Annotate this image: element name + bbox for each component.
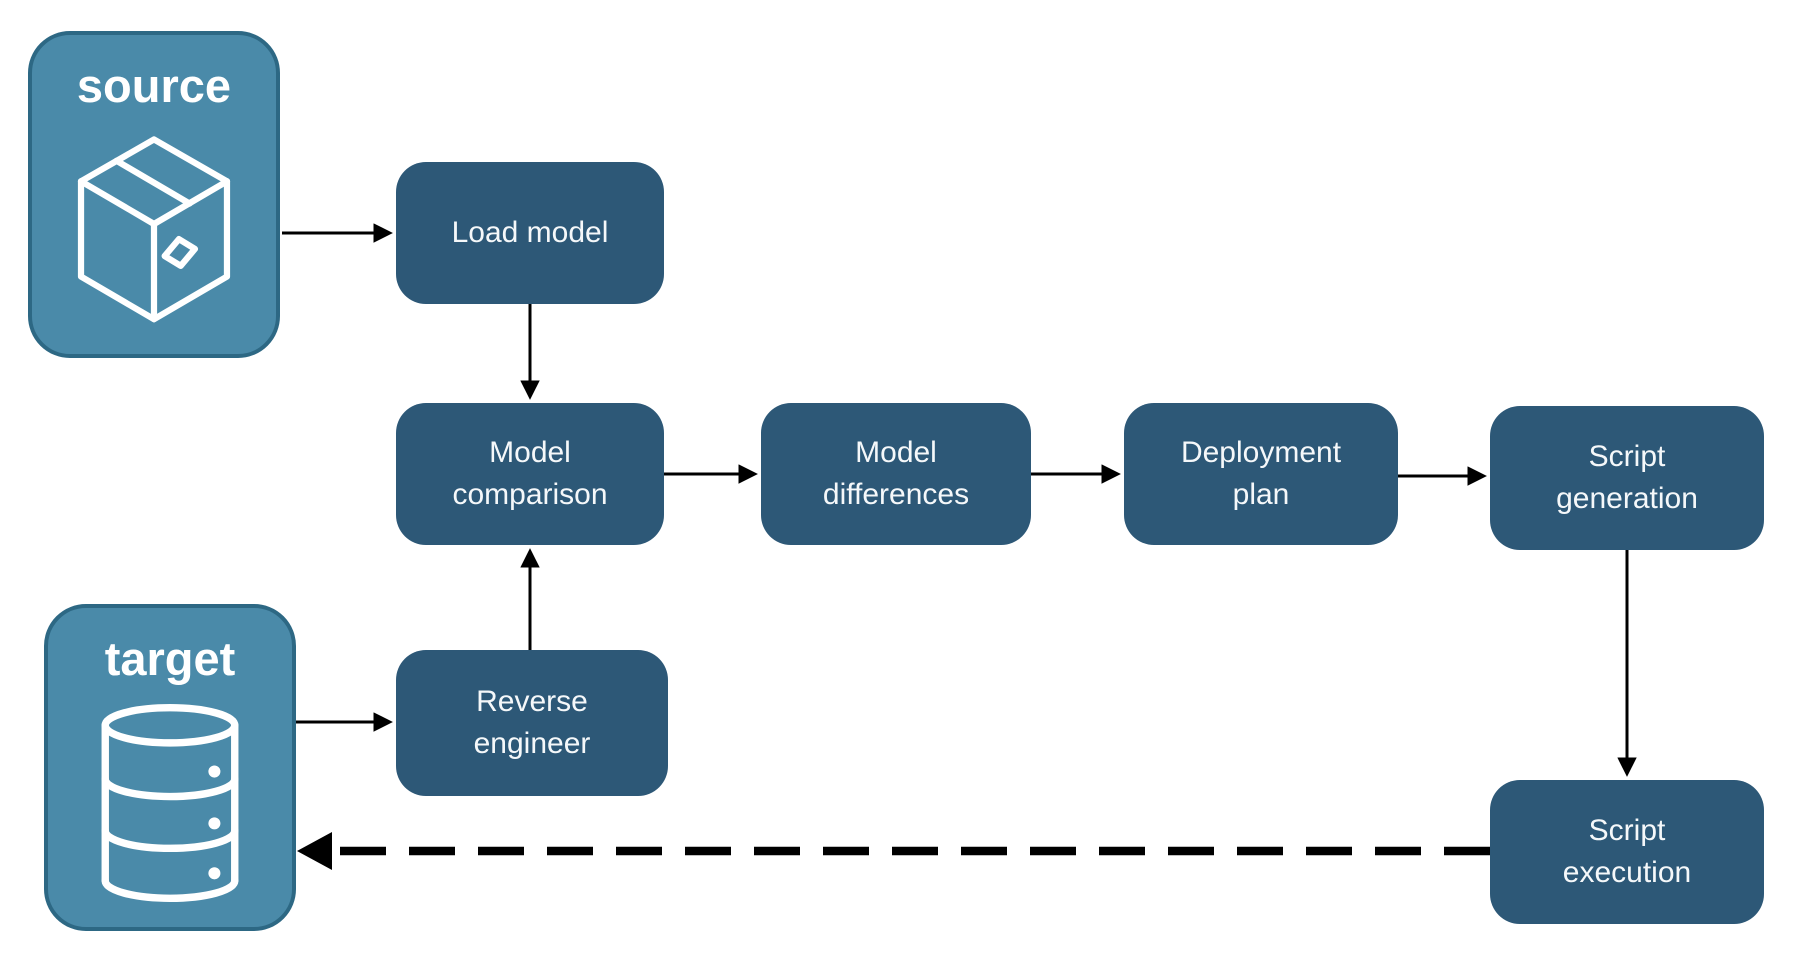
node-model-comparison: Model comparison — [396, 403, 664, 545]
source-label: source — [76, 59, 232, 112]
node-label: Deployment — [1180, 436, 1342, 469]
node-reverse-engineer: Reverse engineer — [396, 650, 668, 796]
database-icon — [101, 704, 239, 902]
node-label: Load model — [451, 216, 609, 249]
node-model-differences: Model differences — [761, 403, 1031, 545]
node-load-model: Load model — [396, 162, 664, 304]
node-label: Reverse — [476, 685, 588, 718]
target-label: target — [104, 632, 236, 685]
node-label: Model — [489, 436, 571, 469]
node-label: execution — [1562, 856, 1692, 889]
node-label: Script — [1588, 814, 1666, 847]
package-icon — [77, 136, 231, 323]
node-deployment-plan: Deployment plan — [1124, 403, 1398, 545]
node-label: comparison — [452, 478, 608, 511]
terminal-source: source — [28, 31, 280, 358]
node-script-generation: Script generation — [1490, 406, 1764, 550]
node-label: Model — [855, 436, 937, 469]
node-label: generation — [1556, 482, 1698, 515]
node-label: engineer — [473, 727, 591, 760]
node-label: differences — [822, 478, 970, 511]
node-label: plan — [1232, 478, 1290, 511]
terminal-target: target — [44, 604, 296, 931]
node-script-execution: Script execution — [1490, 780, 1764, 924]
arrowhead-script-execution-to-target — [297, 832, 332, 870]
node-label: Script — [1588, 440, 1666, 473]
